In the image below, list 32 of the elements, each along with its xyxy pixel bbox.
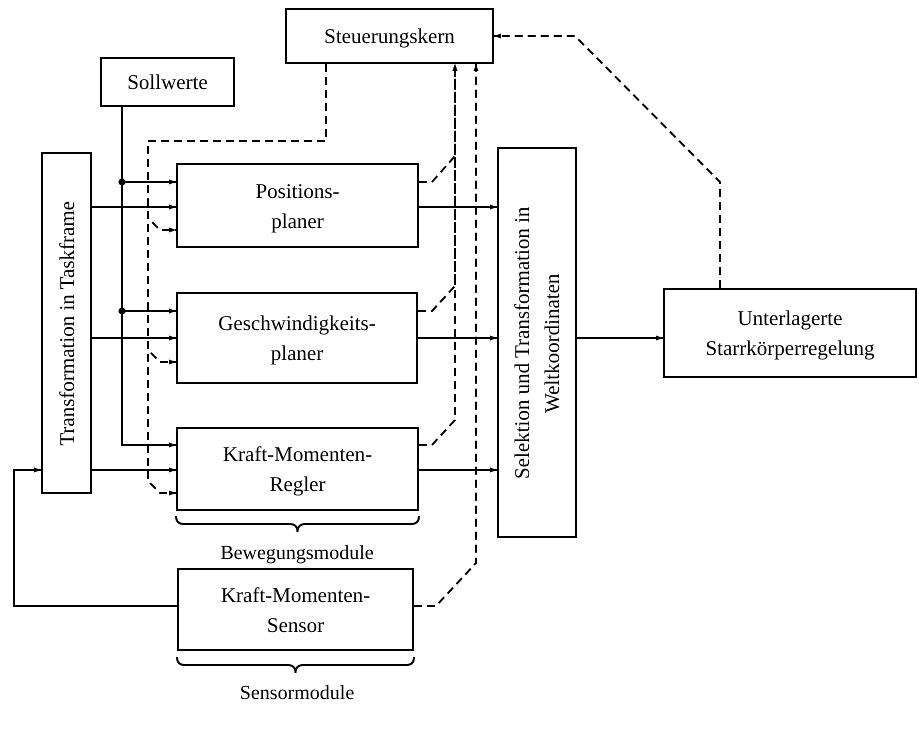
dashed-arrow bbox=[414, 64, 478, 607]
arrow bbox=[419, 204, 497, 210]
box-label: Kraft-Momenten- Regler bbox=[222, 441, 374, 498]
module-box bbox=[177, 568, 414, 651]
arrow bbox=[419, 468, 497, 472]
process-box bbox=[663, 288, 917, 378]
dashed-arrow bbox=[419, 64, 458, 446]
box-label: Selektion und Transformation in Weltkoordinaten bbox=[509, 205, 565, 481]
input-box bbox=[100, 57, 235, 107]
process-box bbox=[41, 152, 92, 494]
process-box bbox=[285, 8, 494, 64]
box-label: Positions- planer bbox=[254, 178, 341, 234]
group-label: Sensormodule bbox=[240, 681, 354, 706]
process-box bbox=[497, 147, 577, 538]
arrow bbox=[418, 336, 497, 340]
box-label: Geschwindigkeits- planer bbox=[217, 310, 377, 367]
dashed-arrow bbox=[419, 64, 458, 183]
box-label: Steuerungskern bbox=[324, 23, 455, 50]
box-label: Transformation in Taskframe bbox=[54, 200, 80, 446]
arrow bbox=[577, 336, 663, 340]
arrow bbox=[13, 468, 177, 607]
box-label: Unterlagerte Starrkörperregelung bbox=[704, 305, 876, 362]
module-box bbox=[176, 163, 419, 248]
box-label: Sollwerte bbox=[127, 69, 208, 96]
box-label: Kraft-Momenten- Sensor bbox=[220, 582, 372, 638]
group-label: Bewegungsmodule bbox=[220, 541, 374, 566]
module-box bbox=[176, 427, 419, 511]
arrow bbox=[92, 468, 176, 472]
arrow bbox=[92, 336, 176, 340]
module-box bbox=[176, 292, 418, 384]
arrow bbox=[92, 204, 176, 210]
dashed-arrow bbox=[494, 34, 721, 288]
